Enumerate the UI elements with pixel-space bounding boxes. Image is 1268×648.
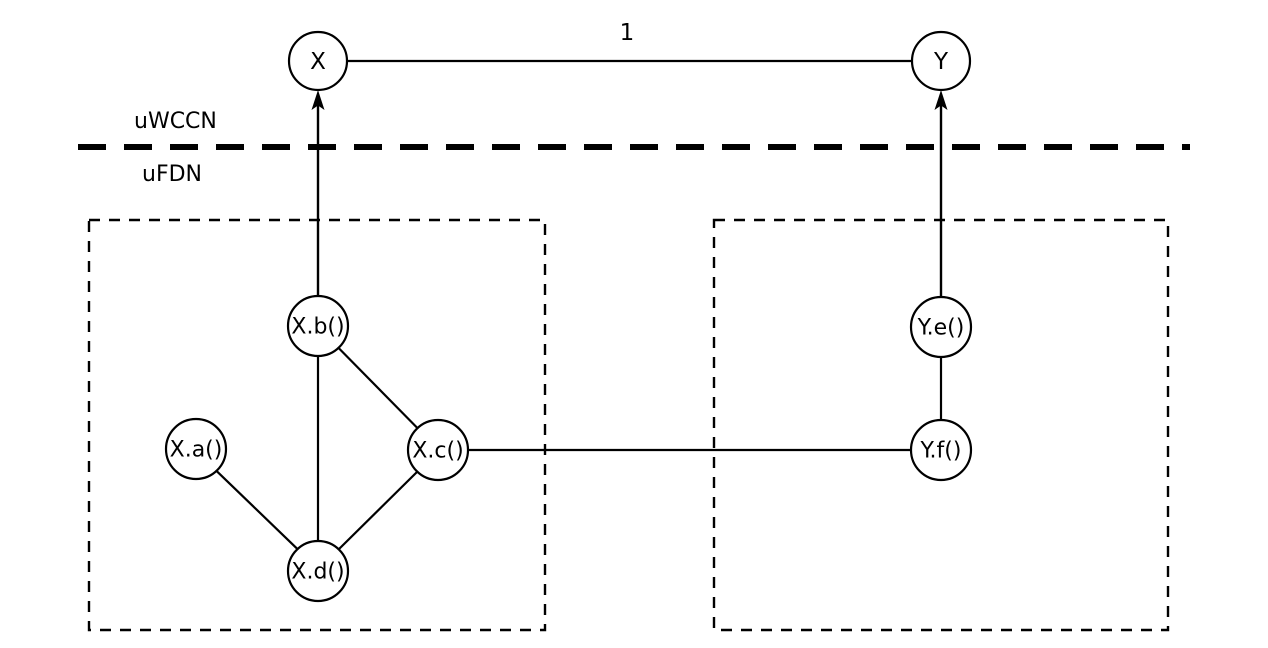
node-X-d-label: X.d(): [291, 560, 344, 585]
region-label-above: uWCCN: [134, 109, 217, 134]
edge-Xb-to-X-arrowhead: [311, 90, 325, 110]
node-X-c[interactable]: X.c(): [406, 418, 470, 482]
edges: [216, 59, 948, 550]
node-X-c-circle[interactable]: [406, 418, 470, 482]
node-X-a-label: X.a(): [170, 438, 223, 463]
node-Y-label: Y: [933, 49, 949, 75]
node-Y[interactable]: Y: [910, 30, 972, 92]
node-Y-circle[interactable]: [910, 30, 972, 92]
node-X-b-label: X.b(): [291, 315, 344, 340]
node-X-d-circle[interactable]: [286, 539, 350, 603]
node-X-b[interactable]: X.b(): [286, 294, 350, 358]
group-boxes: [87, 218, 1170, 632]
node-Y-f-circle[interactable]: [909, 418, 973, 482]
node-Y-e-circle[interactable]: [909, 295, 973, 359]
edge-Xa-Xd: [216, 470, 298, 550]
edge-weight-label-X-Y: 1: [620, 20, 635, 46]
node-X-circle[interactable]: [287, 30, 349, 92]
node-X-a[interactable]: X.a(): [164, 417, 228, 481]
node-X[interactable]: X: [287, 30, 349, 92]
node-Y-f[interactable]: Y.f(): [909, 418, 973, 482]
node-X-b-circle[interactable]: [286, 294, 350, 358]
edge-Xb-Xc: [337, 347, 419, 429]
node-X-c-label: X.c(): [412, 439, 463, 464]
node-Y-e-label: Y.e(): [917, 316, 965, 341]
region-label-below: uFDN: [142, 162, 202, 187]
node-X-label: X: [310, 49, 326, 75]
edge-Xc-Xd: [338, 471, 418, 550]
node-X-a-circle[interactable]: [164, 417, 228, 481]
edge-Ye-to-Y-arrowhead: [934, 90, 948, 110]
node-X-d[interactable]: X.d(): [286, 539, 350, 603]
node-Y-e[interactable]: Y.e(): [909, 295, 973, 359]
node-Y-f-label: Y.f(): [920, 439, 962, 464]
